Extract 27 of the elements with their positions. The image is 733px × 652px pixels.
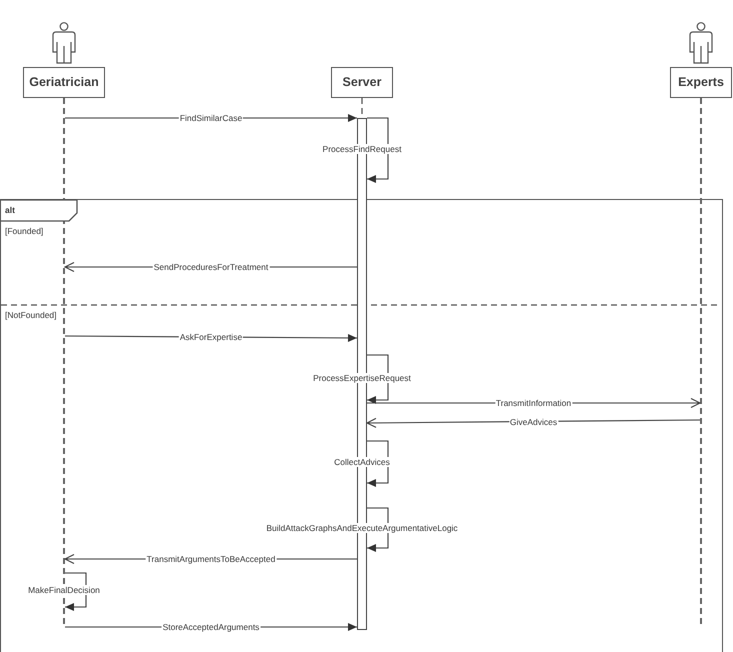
- self-message-arrow: [367, 354, 389, 404]
- message-label: ProcessExpertiseRequest: [312, 372, 412, 382]
- message-label: TransmitInformation: [494, 398, 572, 408]
- participant-box: [23, 67, 105, 98]
- self-message-arrow: [65, 572, 87, 611]
- message-label: ProcessFindRequest: [322, 144, 402, 154]
- message-label: BuildAttackGraphsAndExecuteArgumentativeLogic: [265, 523, 459, 533]
- message-label: TransmitArgumentsToBeAccepted: [146, 554, 276, 564]
- fragment-operator: alt: [5, 205, 15, 215]
- self-message-arrow: [367, 440, 389, 487]
- message-label: StoreAcceptedArguments: [162, 622, 260, 632]
- self-message-arrow: [367, 117, 389, 183]
- guard-condition: [NotFounded]: [5, 310, 57, 320]
- participant-box: [670, 67, 732, 98]
- lifeline: [700, 98, 702, 625]
- message-label: CollectAdvices: [333, 457, 391, 467]
- message-label: GiveAdvices: [508, 416, 558, 426]
- message-label: FindSimilarCase: [178, 113, 244, 123]
- participant-name: Geriatrician: [29, 75, 99, 90]
- self-message-arrow: [367, 507, 389, 552]
- message-label: MakeFinalDecision: [27, 585, 101, 595]
- message-label: AskForExpertise: [178, 332, 244, 342]
- message-label: SendProceduresForTreatment: [152, 262, 270, 272]
- participant-box: [331, 67, 393, 98]
- guard-condition: [Founded]: [5, 226, 44, 236]
- participant-name: Experts: [678, 75, 724, 90]
- participant-name: Server: [342, 75, 382, 90]
